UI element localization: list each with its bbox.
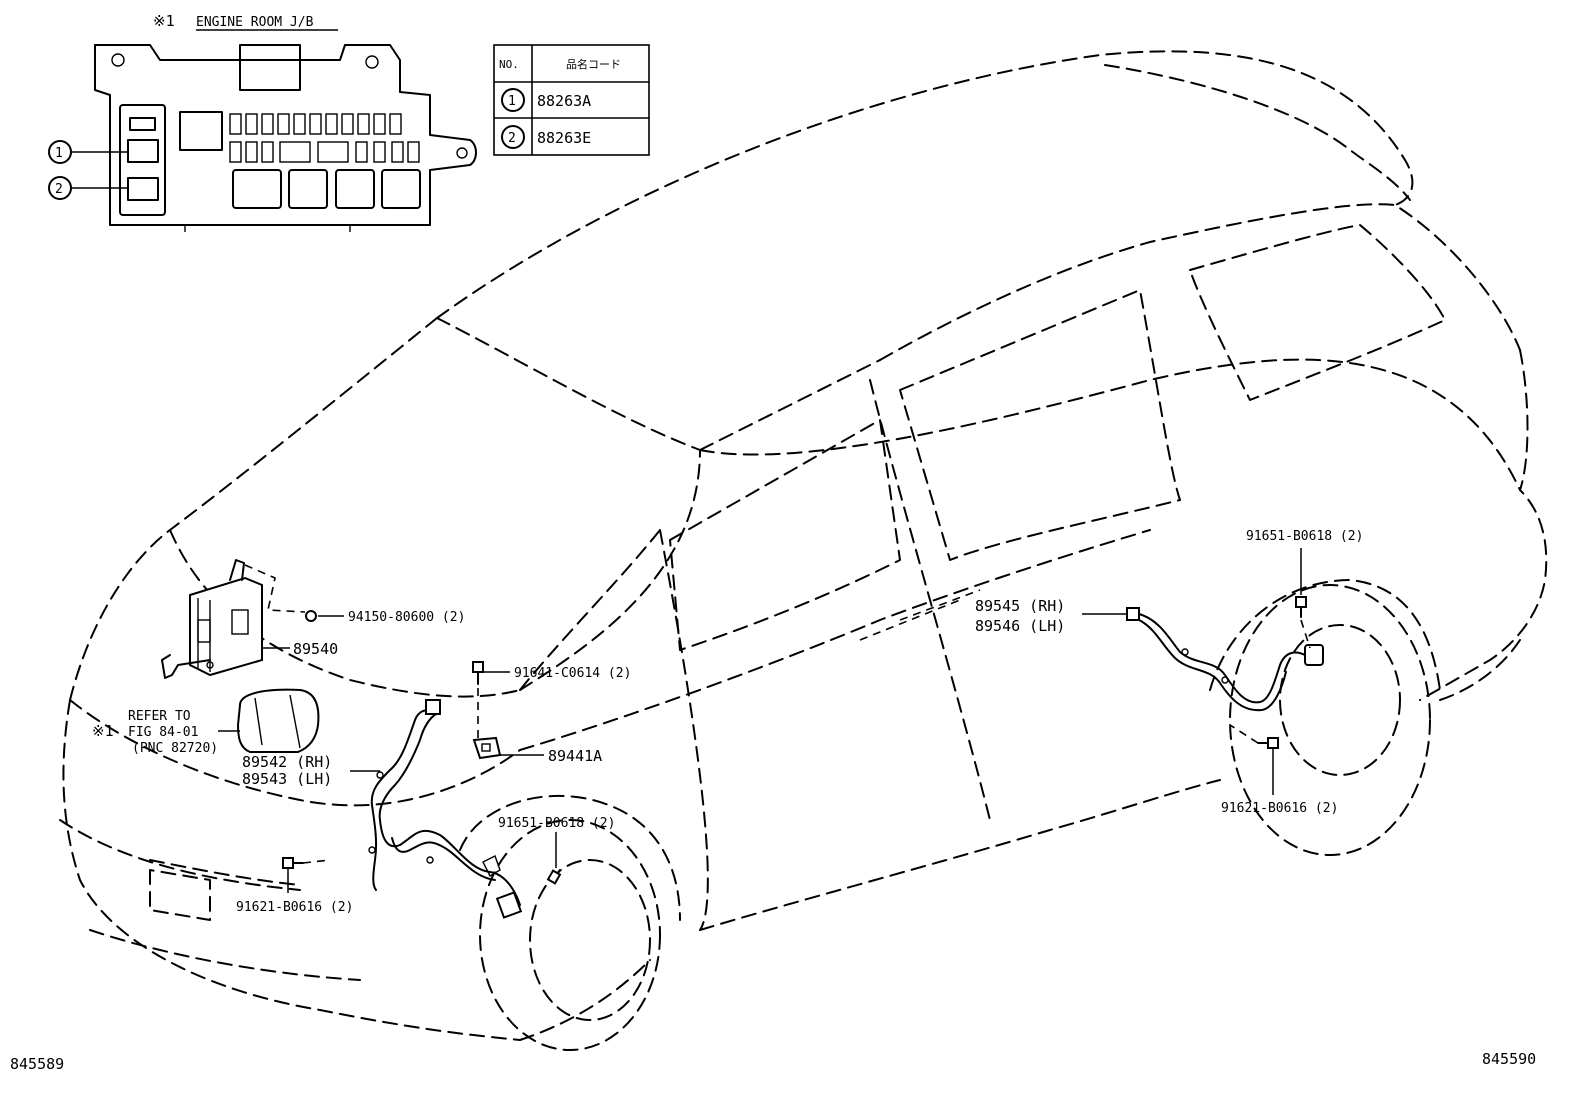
bolt-91621-front (282, 857, 331, 893)
label-94150: 94150-80600 (2) (348, 610, 465, 625)
fuse-row-top (229, 113, 402, 135)
label-89441a: 89441A (548, 747, 602, 765)
bolt-91621-rear (1229, 724, 1279, 795)
rear-speed-sensor (1082, 607, 1324, 712)
figure-number-right: 845590 (1482, 1050, 1536, 1068)
callout-1: 1 (48, 140, 128, 164)
label-89543: 89543 (LH) (242, 770, 332, 788)
bolt-91651-rear (1295, 548, 1311, 649)
label-89545: 89545 (RH) (975, 597, 1065, 615)
table-header-no: NO. (499, 58, 519, 71)
label-refer-line2: FIG 84-01 (128, 725, 198, 740)
label-91621-front: 91621-B0616 (2) (236, 900, 353, 915)
relay-row (232, 169, 421, 209)
ecu-89540 (161, 559, 306, 679)
callout-2: 2 (48, 176, 128, 200)
label-refer-line1: REFER TO (128, 709, 191, 724)
label-89540: 89540 (293, 640, 338, 658)
engine-room-jb-inset: ※1 ENGINE ROOM J/B (48, 12, 477, 232)
svg-text:2: 2 (55, 182, 63, 197)
vehicle-outline (59, 50, 1548, 1051)
figure-number-left: 845589 (10, 1055, 64, 1073)
svg-text:88263A: 88263A (537, 92, 591, 110)
nut-94150 (305, 610, 344, 622)
label-refer-line3: (PNC 82720) (132, 741, 218, 756)
bracket-89441a (472, 736, 544, 760)
label-89542: 89542 (RH) (242, 753, 332, 771)
bolt-91651-front (546, 832, 562, 885)
table-row: 1 88263A (501, 88, 591, 112)
inset-title: ENGINE ROOM J/B (196, 15, 314, 30)
label-91651-front: 91651-B0618 (2) (498, 816, 615, 831)
label-91651-rear: 91651-B0618 (2) (1246, 529, 1363, 544)
bolt-91641 (472, 661, 510, 685)
code-table: NO. 品名コード 1 88263A 2 88263E (493, 44, 650, 156)
figure-numbers: 845589 845590 (10, 1050, 1536, 1073)
svg-text:2: 2 (508, 131, 516, 146)
label-91641: 91641-C0614 (2) (514, 666, 631, 681)
front-speed-sensor (350, 699, 523, 919)
inset-marker: ※1 (153, 12, 175, 30)
svg-text:1: 1 (55, 146, 63, 161)
fuse-row-middle (229, 141, 420, 163)
table-row: 2 88263E (501, 125, 591, 149)
svg-text:1: 1 (508, 94, 516, 109)
label-89546: 89546 (LH) (975, 617, 1065, 635)
relay-cover-82720 (218, 688, 320, 753)
label-refer-marker: ※1 (92, 722, 114, 740)
svg-text:88263E: 88263E (537, 129, 591, 147)
part-labels: 94150-80600 (2) 89540 ※1 REFER TO FIG 84… (92, 529, 1363, 915)
table-header-code: 品名コード (566, 57, 621, 71)
label-91621-rear: 91621-B0616 (2) (1221, 801, 1338, 816)
